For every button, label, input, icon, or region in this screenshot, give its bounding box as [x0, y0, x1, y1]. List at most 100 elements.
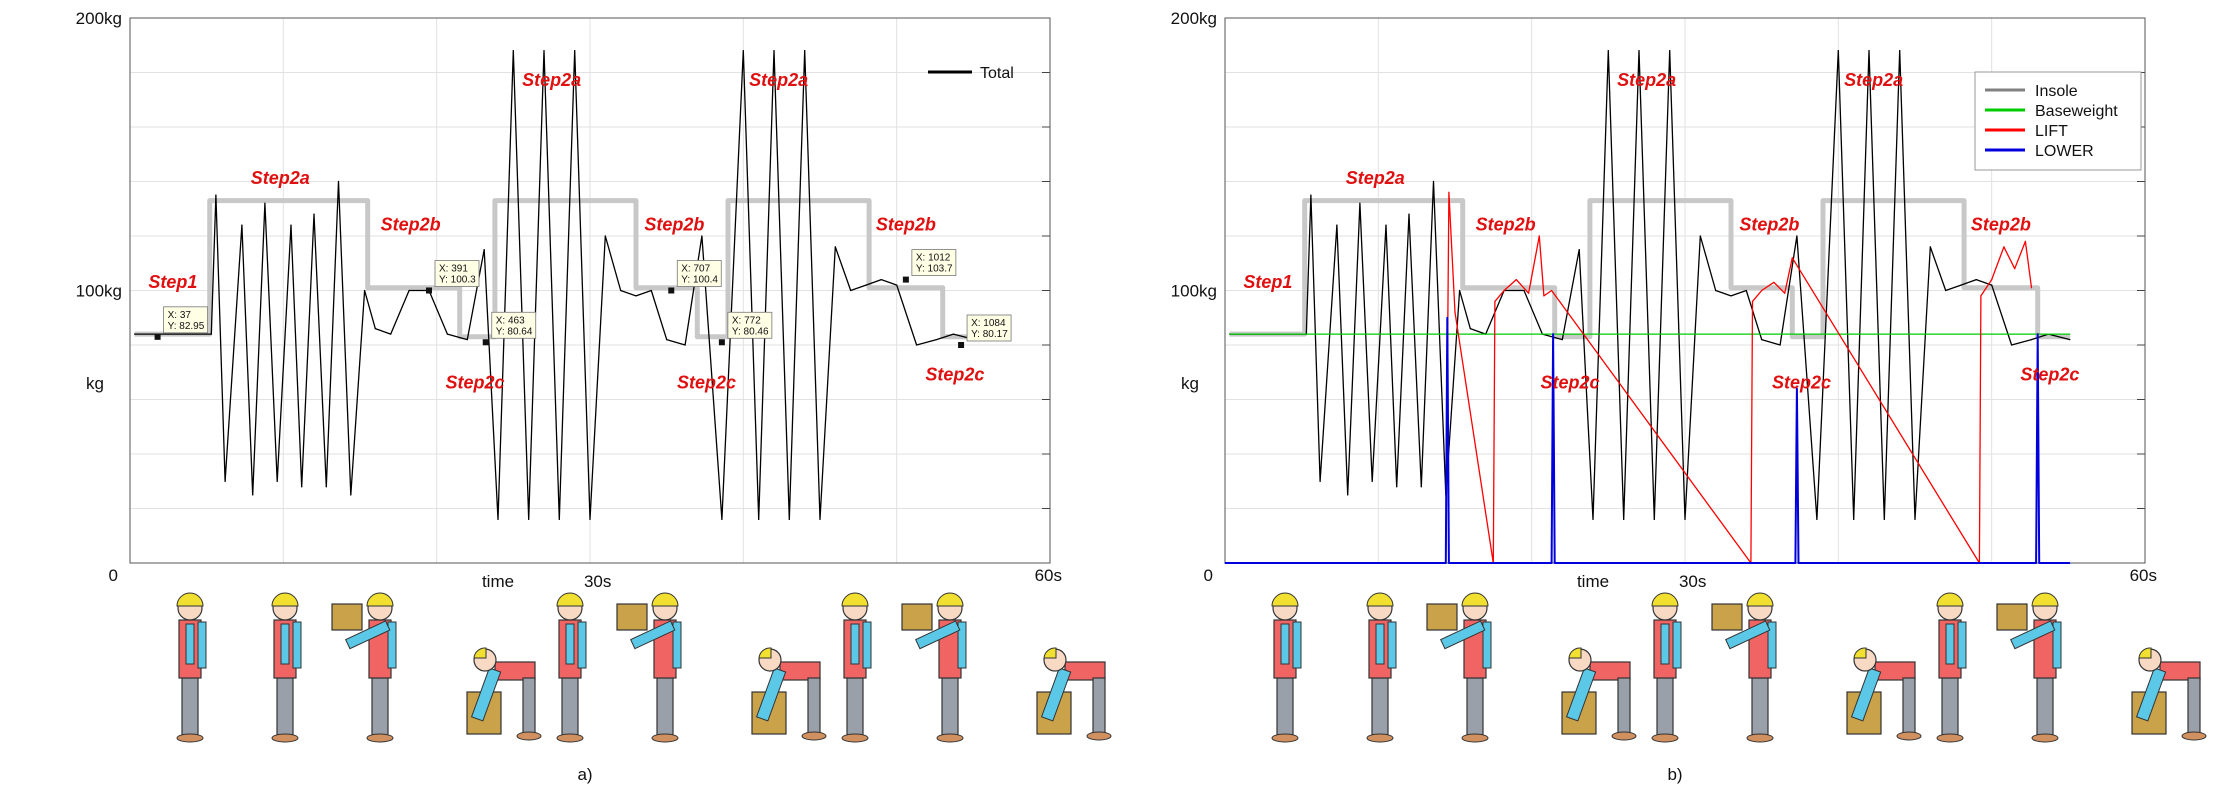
shoe-icon	[2031, 733, 2059, 743]
data-point	[788, 518, 790, 521]
data-point	[1454, 311, 1456, 313]
shoe-icon	[366, 733, 394, 743]
datatip-marker	[958, 342, 965, 348]
step-annotation: Step2a	[1346, 168, 1405, 188]
data-point	[1446, 317, 1448, 319]
series-step-level	[134, 198, 975, 340]
exoskeleton-back	[387, 621, 397, 669]
data-point	[1304, 200, 1306, 202]
y-tick-label-mid: 100kg	[76, 282, 122, 301]
data-point	[2030, 339, 2033, 341]
data-point	[635, 287, 637, 289]
step-annotation: Step2b	[876, 215, 936, 235]
worker-illustration-strip	[1271, 592, 2207, 743]
data-point	[241, 224, 243, 226]
data-point	[896, 284, 898, 286]
data-point	[666, 339, 668, 341]
data-point	[215, 194, 217, 196]
box-icon	[1996, 603, 2028, 631]
data-point	[1319, 480, 1321, 482]
helmet-icon	[1271, 592, 1299, 607]
data-point	[1462, 287, 1464, 289]
exoskeleton-back	[1387, 621, 1397, 669]
shoe-icon	[801, 731, 827, 741]
step-annotation: Step2b	[1739, 215, 1799, 235]
worker-legs	[2187, 677, 2201, 735]
data-point	[2035, 562, 2037, 564]
worker-figure-lower	[1561, 647, 1637, 741]
x-tick-label-zero: 0	[1204, 566, 1213, 585]
datatip-text: Y: 100.4	[681, 275, 718, 286]
data-point	[1751, 300, 1754, 302]
data-point	[1449, 562, 1451, 564]
worker-figure-walk	[271, 592, 302, 743]
exoskeleton-back	[1292, 621, 1302, 669]
worker-figure-lower	[2131, 647, 2207, 741]
data-point	[701, 235, 703, 237]
exoskeleton-arm	[2135, 667, 2167, 722]
shoe-icon	[841, 733, 869, 743]
step-annotation: Step2b	[1971, 215, 2031, 235]
exoskeleton-back	[2052, 621, 2062, 669]
datatip-text: X: 463	[496, 315, 525, 326]
y-tick-label-top: 200kg	[76, 9, 122, 28]
helmet-icon	[556, 592, 584, 607]
data-point	[868, 287, 870, 289]
data-point	[589, 518, 591, 521]
exoskeleton-arm	[345, 620, 391, 650]
exoskeleton-arm	[1440, 620, 1486, 650]
x-axis-label: time	[1577, 572, 1609, 591]
legend-label: Insole	[2035, 83, 2078, 100]
exoskeleton-arm	[1660, 623, 1670, 665]
data-point	[1991, 284, 1993, 286]
data-point	[301, 486, 303, 488]
worker-legs	[807, 677, 821, 735]
helmet-icon	[758, 647, 772, 659]
exoskeleton-arm	[755, 667, 787, 722]
data-point	[337, 180, 340, 183]
data-point	[1432, 180, 1435, 183]
worker-legs	[941, 677, 959, 737]
helmet-icon	[841, 592, 869, 607]
data-point	[1552, 333, 1554, 335]
worker-figure-walk	[1366, 592, 1397, 743]
helmet-icon	[2031, 592, 2059, 607]
data-point	[1638, 50, 1640, 52]
data-point	[1975, 279, 1977, 281]
data-point	[1551, 562, 1553, 564]
data-point	[1371, 480, 1373, 482]
data-point	[497, 518, 499, 521]
step-annotation: Step2a	[522, 70, 581, 90]
datatip-marker	[902, 276, 909, 283]
data-point	[2003, 246, 2005, 248]
helmet-icon	[1746, 592, 1774, 607]
shoe-icon	[556, 733, 584, 743]
data-point	[1469, 328, 1471, 330]
datatip-text: Y: 80.17	[971, 329, 1008, 340]
data-point	[880, 279, 882, 281]
data-point	[483, 249, 485, 251]
exoskeleton-arm	[1280, 623, 1290, 665]
exoskeleton-arm	[1040, 667, 1072, 722]
worker-legs	[1751, 677, 1769, 737]
x-tick-label-max: 60s	[1035, 566, 1062, 585]
legend-label: Baseweight	[2035, 103, 2118, 120]
datatip-box	[491, 311, 537, 339]
data-point	[1960, 284, 1962, 286]
datatip-text: Y: 103.7	[916, 264, 953, 275]
data-point	[210, 333, 212, 335]
exoskeleton-arm	[185, 623, 195, 665]
data-point	[512, 50, 514, 52]
legend-label: LOWER	[2035, 143, 2094, 160]
helmet-icon	[936, 592, 964, 607]
box-icon	[616, 603, 648, 631]
data-point	[1730, 200, 1732, 202]
legend-label: Total	[980, 65, 1014, 82]
data-point	[313, 213, 315, 215]
worker-legs	[1656, 677, 1674, 737]
datatip-text: X: 772	[732, 315, 761, 326]
data-point	[1229, 333, 1231, 335]
series-insole	[1229, 50, 2071, 521]
helmet-icon	[1853, 647, 1867, 659]
data-point	[350, 494, 352, 496]
